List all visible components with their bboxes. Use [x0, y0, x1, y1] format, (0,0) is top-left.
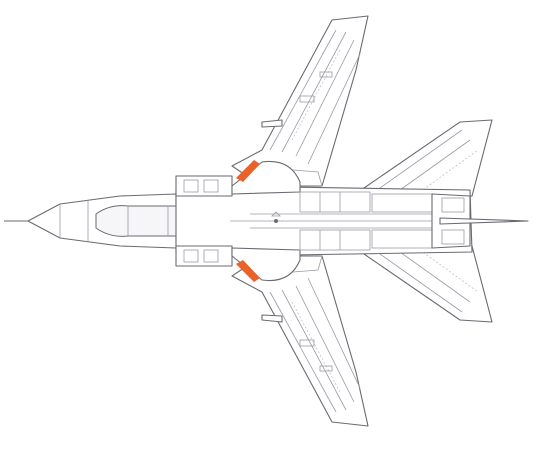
upper-tailplane — [363, 119, 493, 205]
fuselage — [4, 160, 529, 282]
lower-tailplane — [363, 237, 493, 323]
lower-wing — [231, 255, 369, 427]
upper-wing — [231, 15, 369, 187]
lower-pylon — [261, 314, 283, 323]
upper-pylon — [261, 119, 283, 128]
lower-orange-marking — [236, 260, 260, 282]
upper-orange-marking — [236, 160, 260, 182]
centre-marker — [274, 219, 278, 223]
